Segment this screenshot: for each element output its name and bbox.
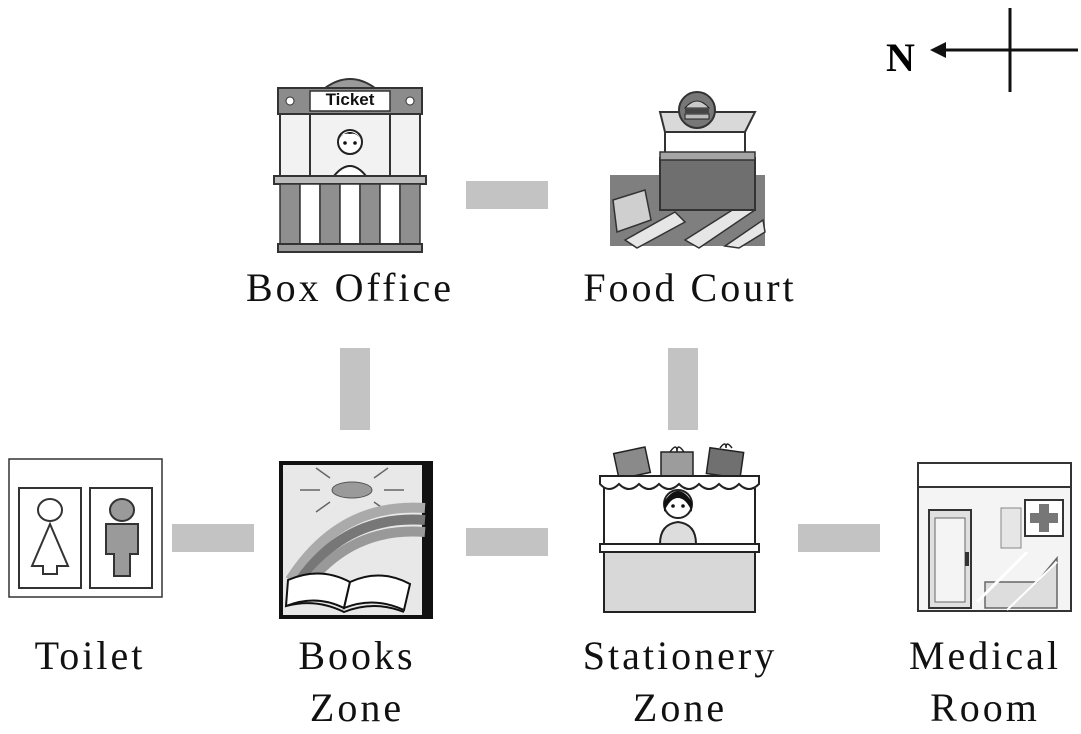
compass-arrow-icon [930, 8, 1078, 92]
path-box-office-books-zone [340, 348, 370, 430]
medical-room-icon [917, 462, 1072, 612]
path-food-court-stationery-zone [668, 348, 698, 430]
path-stationery-zone-medical-room [798, 524, 880, 552]
medical-room [917, 462, 1072, 614]
books-zone-label: Books Zone [298, 633, 416, 730]
box-office: Ticket [270, 70, 430, 255]
box-office-icon [273, 78, 427, 253]
toilet-icon [8, 458, 163, 598]
books-zone [279, 461, 433, 619]
food-court-icon [610, 91, 766, 249]
toilet-label: Toilet [34, 633, 146, 678]
compass-north-label: N [886, 35, 915, 80]
stationery-zone [598, 440, 761, 615]
books-zone-icon [279, 461, 433, 619]
path-box-office-food-court [466, 181, 548, 209]
medical-room-label: Medical Room [908, 633, 1062, 730]
path-toilet-books-zone [172, 524, 254, 552]
toilet [8, 458, 163, 598]
stationery-zone-label: Stationery Zone [582, 633, 778, 730]
stationery-zone-icon [599, 443, 760, 613]
box-office-sign-text: Ticket [325, 90, 375, 109]
compass: N [880, 0, 1080, 100]
path-books-zone-stationery-zone [466, 528, 548, 556]
food-court-label: Food Court [583, 265, 797, 310]
food-court [605, 70, 770, 250]
box-office-label: Box Office [245, 265, 455, 310]
